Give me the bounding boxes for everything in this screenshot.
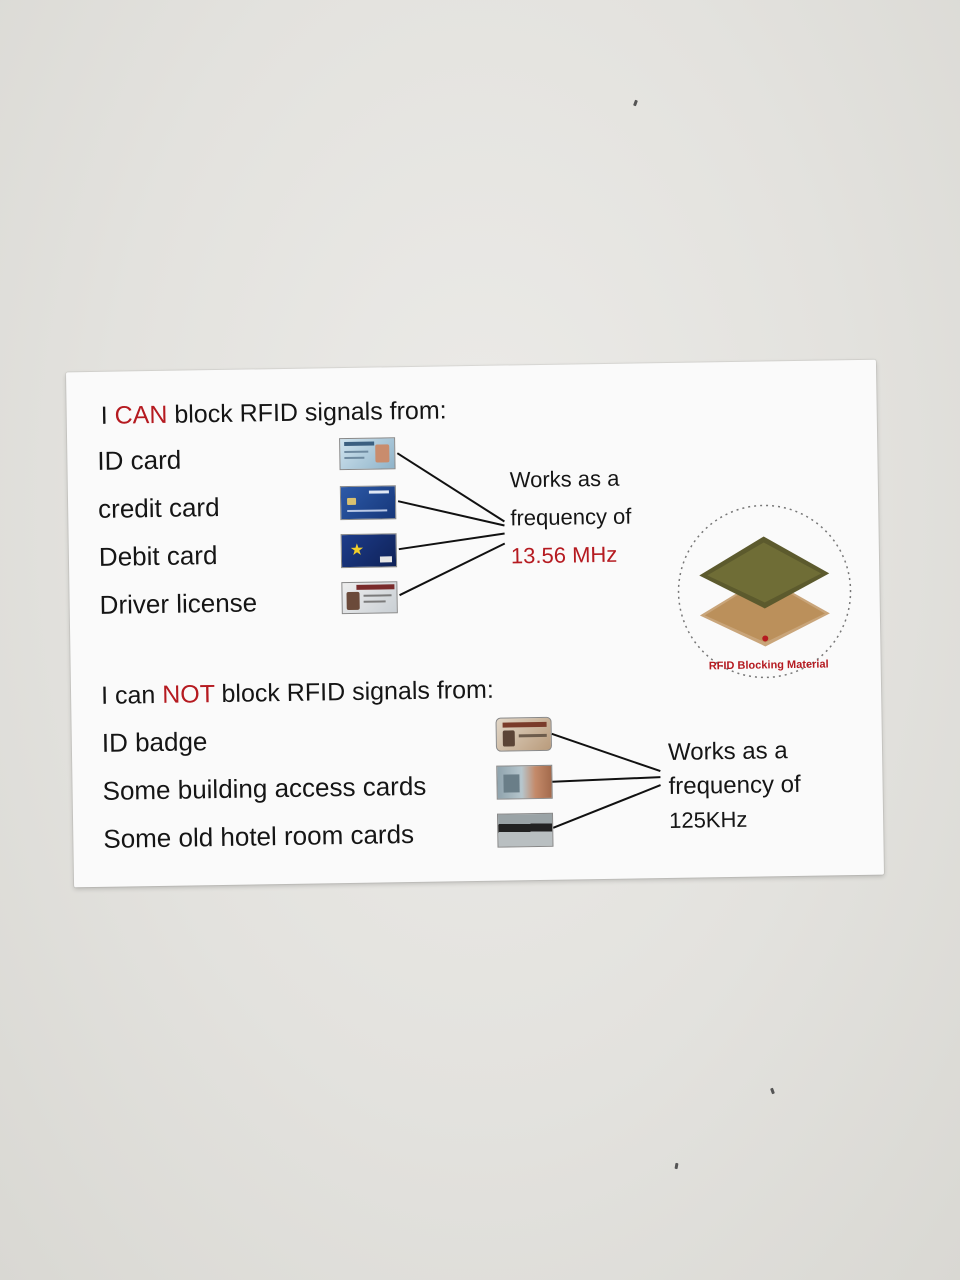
rfid-material-label: RFID Blocking Material xyxy=(709,658,829,672)
list-item: Debit card xyxy=(98,540,218,572)
cannot-heading-post: block RFID signals from: xyxy=(214,675,494,709)
list-item: Driver license xyxy=(99,587,258,620)
list-item: ID badge xyxy=(101,726,208,758)
connector-line xyxy=(552,784,661,829)
connector-line xyxy=(399,542,506,597)
can-heading-emphasis: CAN xyxy=(114,400,168,430)
connector-line xyxy=(551,732,661,773)
hotel-room-card-thumbnail xyxy=(496,812,554,848)
cannot-heading-pre: I can xyxy=(100,680,163,710)
can-frequency-label-line1: Works as a xyxy=(509,465,620,493)
cannot-frequency-label-line2: frequency of xyxy=(668,770,801,800)
surface-speck xyxy=(633,99,638,107)
cannot-frequency-label-line1: Works as a xyxy=(667,737,788,766)
can-heading-post: block RFID signals from: xyxy=(167,396,447,429)
can-frequency-value: 13.56 MHz xyxy=(510,541,618,569)
cannot-block-heading: I can NOT block RFID signals from: xyxy=(101,676,494,711)
debit-card-thumbnail: ★ xyxy=(340,533,398,569)
surface-speck xyxy=(674,1162,679,1170)
connector-line xyxy=(396,452,505,523)
list-item: credit card xyxy=(97,492,220,524)
connector-line xyxy=(397,500,505,527)
list-item: Some building access cards xyxy=(102,770,427,806)
can-frequency-label-line2: frequency of xyxy=(510,503,632,531)
connector-line xyxy=(398,532,505,551)
connector-line xyxy=(552,776,661,783)
connector-lines xyxy=(396,452,661,829)
driver-license-thumbnail xyxy=(341,581,398,615)
building-access-card-thumbnail xyxy=(496,764,553,800)
can-heading-pre: I xyxy=(100,401,115,430)
cannot-heading-emphasis: NOT xyxy=(162,680,215,709)
list-item: ID card xyxy=(97,444,182,476)
rfid-blocking-material-icon: RFID Blocking Material xyxy=(677,504,852,679)
id-badge-thumbnail xyxy=(495,716,553,752)
can-block-heading: I CAN block RFID signals from: xyxy=(100,396,446,430)
id-card-thumbnail xyxy=(339,437,396,471)
credit-card-thumbnail xyxy=(339,485,397,521)
cannot-frequency-value: 125KHz xyxy=(668,806,748,833)
surface-speck xyxy=(770,1087,775,1095)
list-item: Some old hotel room cards xyxy=(103,818,415,854)
rfid-info-card: I CAN block RFID signals from: ID card c… xyxy=(66,359,884,888)
